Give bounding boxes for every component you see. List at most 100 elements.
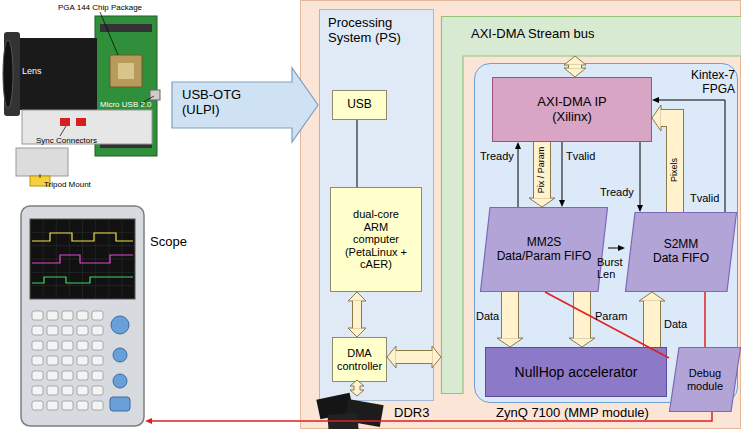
process-box: USB [332,90,387,120]
part-label: Tripod Mount [44,180,124,189]
signal-arrow [608,245,625,251]
node-label: NullHop accelerator [515,364,638,380]
arrow-fill [534,142,550,199]
scope-button [32,371,43,380]
scope-button [92,356,103,365]
arrow-outline [395,350,433,364]
arrow-fill [661,118,676,212]
leader-line [40,174,41,178]
arrow-head [569,338,595,347]
arrow-head [618,245,625,251]
node-label: S2MM [664,238,699,252]
arrow-head [564,56,586,65]
scope-trace [32,255,133,263]
scope-button [47,311,58,320]
scope-device-outline [20,205,145,427]
scope-button [32,356,43,365]
debug-parallelogram: Debug module [669,347,741,412]
node-label: AXI-DMA Stream bus [471,27,671,42]
node-label: USB [347,98,372,112]
scope-button [32,386,43,395]
node-label: AXI-DMA IP (Xilinx) [532,95,612,125]
scope-button [77,371,88,380]
block-arrow [652,105,675,212]
scope-button [62,356,73,365]
grid-line [30,232,135,233]
label-stack: AXI-DMA IP (Xilinx) [493,78,651,141]
block-arrow [348,292,366,337]
lens-front [3,40,13,108]
block-arrow [569,292,595,347]
arrow-fill [569,65,581,69]
block-arrow [529,142,555,207]
label-stack: dual-core ARM computer (PetaLinux + cAER… [331,188,421,291]
grid-line [30,245,135,246]
arrow-outline [533,142,551,199]
scope-knob [113,374,127,388]
scope-button [92,371,103,380]
system-block: Processing System (PS) USB dual-core ARM c… [319,9,434,401]
debug-wire [145,412,712,424]
node-label: Processing System (PS) [328,16,428,46]
scope-button [92,401,103,410]
signal-arrow [559,142,565,207]
scope-button [47,386,58,395]
block-arrow [387,346,441,368]
block-arrow [639,292,665,347]
usb-port [150,90,160,100]
scope-button [92,311,103,320]
ddr3-chips [316,393,383,429]
arrow-outline [568,64,582,69]
scope-trace [32,277,133,283]
scope-button [77,401,88,410]
sync-connector [76,118,86,126]
node-label: ZynQ 7100 (MMP module) [496,406,716,421]
arrow-fill [644,301,660,348]
label-stack: DMA controller [333,338,386,381]
scope-button [62,341,73,350]
grid-line [30,285,135,286]
memory-chip [327,413,358,429]
scope-body [21,206,144,426]
node-label: Kintex-7 FPGA [680,69,735,97]
signal-arrow [515,142,521,207]
arrow-head [348,328,366,337]
arrow-head [432,346,441,368]
arrow-head [387,346,396,368]
arrow-head [564,68,586,77]
debug-wire [705,292,706,347]
scope-trace [32,233,133,241]
fifo-parallelogram: MM2SData/Param FIFO [480,207,608,292]
block-arrow [564,56,586,77]
node-label: DMA controller [334,347,386,372]
label-stack: Debug module [669,347,741,412]
label-stack: NullHop accelerator [486,348,666,396]
arrow-outline [660,118,675,212]
ddr3-block-arrow [350,380,364,396]
scope-button [62,311,73,320]
camera-illustration [3,12,160,186]
arrow-head [529,198,555,207]
arrow-head [145,418,152,424]
usb-block-arrow [172,68,318,142]
ip-block: AXI-DMA IP (Xilinx) [492,77,652,142]
connector-line [640,142,641,206]
node-label: MM2S [527,236,562,250]
parallelogram-shape [481,208,608,292]
grid-line [30,259,135,260]
node-label: Data FIFO [653,252,709,266]
arrow-outline [501,292,519,339]
scope-button [92,326,103,335]
arrow-head [652,105,661,131]
connector-line [357,120,358,187]
connector-line [562,142,563,201]
arrow-outline [643,300,661,347]
signal-arrow [357,120,358,187]
arrow-head [652,97,659,103]
fpga-block: Kintex-7 FPGAAXI-DMA IP (Xilinx)MM2SData… [474,63,738,403]
camera-housing [22,110,152,144]
process-box: dual-core ARM computer (PetaLinux + cAER… [330,187,422,292]
lens-ring [4,32,20,116]
scope-button [32,326,43,335]
